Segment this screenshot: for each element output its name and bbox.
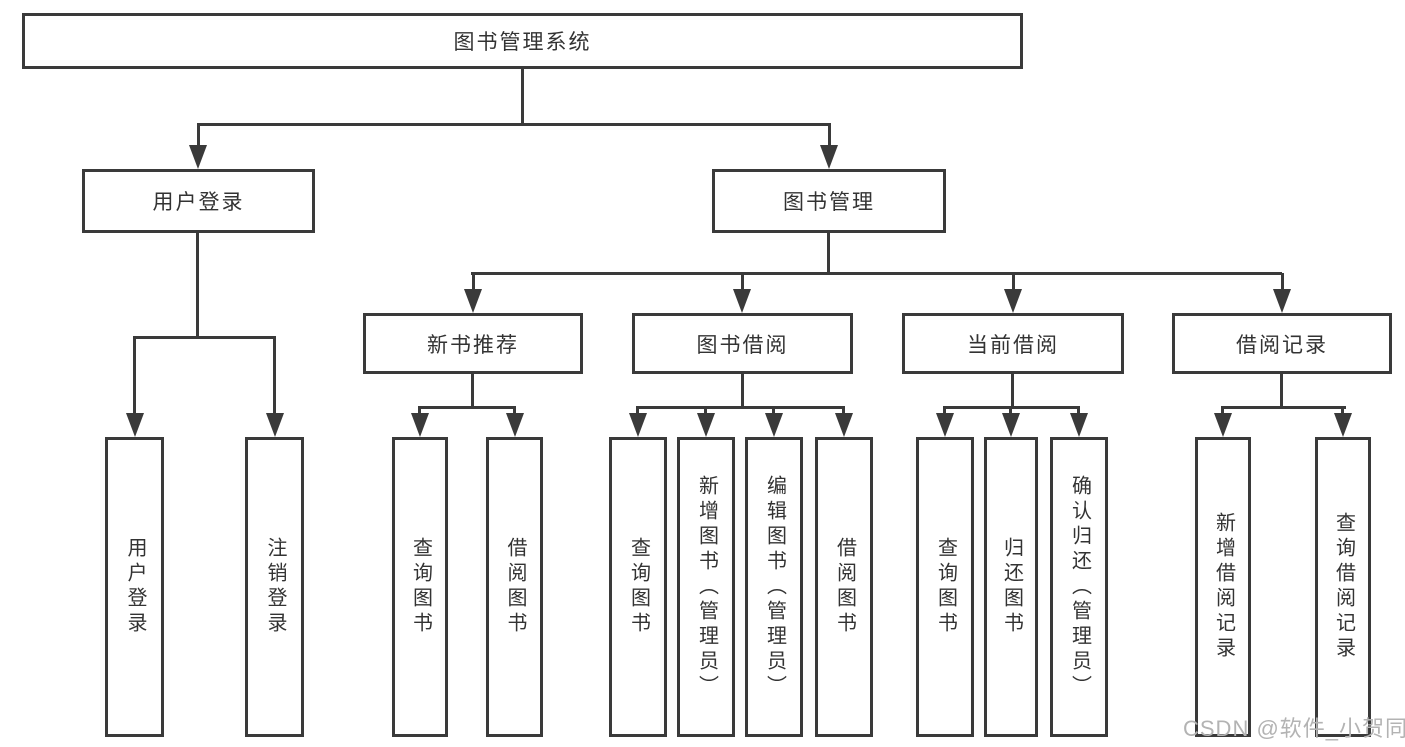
arrow-down-icon — [266, 413, 284, 437]
connector-line — [1280, 374, 1283, 408]
arrow-down-icon — [1004, 289, 1022, 313]
node-book-management-branch: 图书管理 — [712, 169, 946, 233]
arrow-down-icon — [1214, 413, 1232, 437]
leaf-borrow-books-borrowing: 借阅图书 — [815, 437, 873, 737]
connector-line — [943, 406, 946, 416]
arrow-down-icon — [697, 413, 715, 437]
connector-line — [636, 406, 639, 416]
connector-line — [828, 124, 831, 148]
node-current-borrowing: 当前借阅 — [902, 313, 1124, 374]
csdn-watermark: CSDN @软件_小贺同学 — [1183, 716, 1405, 741]
leaf-query-borrow-record: 查询借阅记录 — [1315, 437, 1371, 737]
connector-line — [772, 406, 775, 416]
leaf-query-books-recommend: 查询图书 — [392, 437, 448, 737]
connector-line — [472, 273, 475, 292]
leaf-query-books-current: 查询图书 — [916, 437, 974, 737]
arrow-down-icon — [464, 289, 482, 313]
arrow-down-icon — [189, 145, 207, 169]
connector-line — [1221, 406, 1224, 416]
connector-line — [842, 406, 845, 416]
connector-line — [1341, 406, 1344, 416]
arrow-down-icon — [411, 413, 429, 437]
node-user-login-branch: 用户登录 — [82, 169, 315, 233]
arrow-down-icon — [733, 289, 751, 313]
leaf-return-book: 归还图书 — [984, 437, 1038, 737]
leaf-query-books-borrowing: 查询图书 — [609, 437, 667, 737]
node-borrowing-records: 借阅记录 — [1172, 313, 1392, 374]
leaf-borrow-books-recommend: 借阅图书 — [486, 437, 543, 737]
arrow-down-icon — [1273, 289, 1291, 313]
arrow-down-icon — [506, 413, 524, 437]
leaf-logout: 注销登录 — [245, 437, 304, 737]
arrow-down-icon — [126, 413, 144, 437]
connector-line — [197, 124, 200, 148]
leaf-user-login: 用户登录 — [105, 437, 164, 737]
leaf-add-borrow-record: 新增借阅记录 — [1195, 437, 1251, 737]
connector-line — [1221, 406, 1346, 409]
connector-line — [418, 406, 421, 416]
arrow-down-icon — [765, 413, 783, 437]
arrow-down-icon — [936, 413, 954, 437]
leaf-edit-book-admin: 编辑图书（管理员） — [745, 437, 803, 737]
connector-line — [636, 406, 845, 409]
connector-line — [133, 337, 136, 415]
connector-line — [704, 406, 707, 416]
connector-line — [1281, 273, 1284, 292]
connector-line — [197, 123, 831, 126]
connector-line — [521, 69, 524, 125]
leaf-add-book-admin: 新增图书（管理员） — [677, 437, 735, 737]
connector-line — [418, 406, 516, 409]
arrow-down-icon — [629, 413, 647, 437]
leaf-confirm-return-admin: 确认归还（管理员） — [1050, 437, 1108, 737]
connector-line — [273, 337, 276, 415]
connector-line — [196, 233, 199, 338]
connector-line — [1012, 273, 1015, 292]
connector-line — [471, 374, 474, 408]
node-root-system: 图书管理系统 — [22, 13, 1023, 69]
connector-line — [741, 374, 744, 408]
connector-line — [1011, 374, 1014, 408]
connector-line — [513, 406, 516, 416]
connector-line — [1009, 406, 1012, 416]
arrow-down-icon — [1002, 413, 1020, 437]
connector-line — [741, 273, 744, 292]
arrow-down-icon — [835, 413, 853, 437]
node-book-borrowing: 图书借阅 — [632, 313, 853, 374]
arrow-down-icon — [1334, 413, 1352, 437]
node-new-book-recommendation: 新书推荐 — [363, 313, 583, 374]
arrow-down-icon — [820, 145, 838, 169]
connector-line — [1077, 406, 1080, 416]
connector-line — [471, 272, 1282, 275]
connector-line — [133, 336, 276, 339]
arrow-down-icon — [1070, 413, 1088, 437]
connector-line — [827, 233, 830, 274]
